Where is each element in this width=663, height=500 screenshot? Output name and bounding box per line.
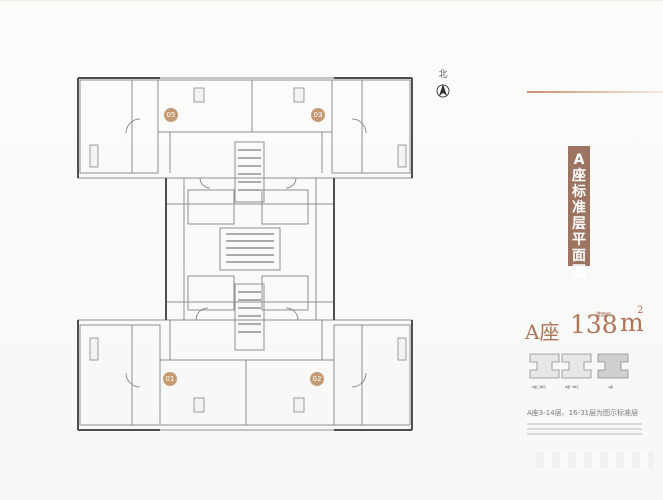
- top-border: [0, 0, 663, 1]
- area-value: 138: [570, 310, 618, 339]
- unit-02-label: 02: [313, 375, 322, 383]
- building-name: A座: [525, 320, 560, 344]
- plan-title: A座标准层平面图: [568, 146, 590, 280]
- area-note: 建面约: [596, 312, 612, 318]
- fine-print-line: [527, 423, 642, 425]
- unit-05-label: 05: [167, 111, 176, 119]
- fine-print-line: [527, 428, 642, 430]
- floor-range-caption: A座3-14层、16-31层为图示标准层: [527, 409, 639, 417]
- unit-03-label: 03: [314, 111, 323, 119]
- unit-01-label: 01: [166, 375, 175, 383]
- unit-02-marker: [310, 372, 324, 386]
- north-label: 北: [438, 70, 448, 80]
- key-label-b2: B座二单元: [532, 384, 546, 389]
- unit-05-marker: [164, 108, 178, 122]
- area-superscript: 2: [637, 305, 644, 316]
- unit-01-marker: [163, 372, 177, 386]
- header-accent-line: [527, 91, 663, 93]
- unit-03-marker: [311, 108, 325, 122]
- key-plan: B座二单元 B座一单元 A座: [529, 353, 629, 389]
- fine-print-lines: [527, 423, 642, 441]
- north-indicator: 北: [434, 70, 452, 104]
- area-summary: A座 138 建面约 m 2: [525, 305, 645, 348]
- watermark: [536, 452, 654, 468]
- fine-print-line: [527, 433, 642, 435]
- north-arrow-icon: [436, 84, 450, 98]
- key-label-a: A座: [608, 384, 613, 389]
- key-label-b1: B座一单元: [565, 384, 579, 389]
- area-unit: m: [620, 308, 644, 337]
- floor-plan-drawing: 05 03 01 02: [77, 77, 413, 431]
